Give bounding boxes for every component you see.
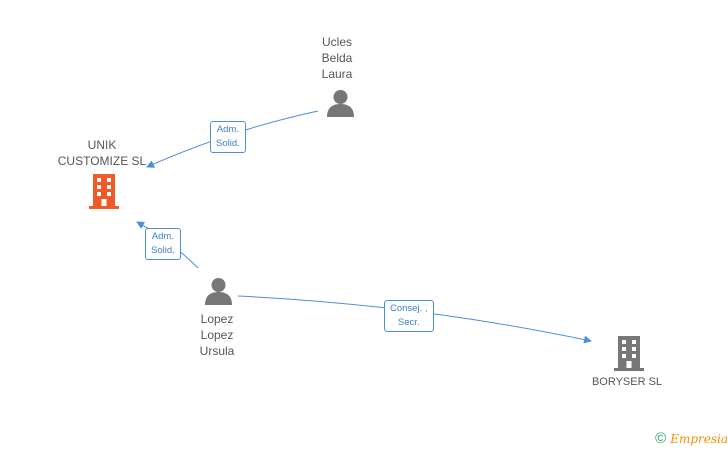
copyright-icon: © (655, 430, 667, 447)
node-label-line: UNIK (87, 138, 117, 152)
edge-label-line: Adm. (216, 124, 239, 135)
person-icon[interactable] (326, 89, 355, 117)
node-label-line: Lopez (200, 312, 234, 326)
person-icon[interactable] (204, 277, 233, 305)
node-label-unik[interactable]: UNIK CUSTOMIZE SL (40, 137, 164, 169)
node-label-lopez[interactable]: Lopez Lopez Ursula (177, 311, 257, 359)
edge-label-line: Secr. (397, 317, 420, 328)
node-label-boryser[interactable]: BORYSER SL (577, 374, 677, 390)
brand-name: Empresia (670, 432, 728, 446)
building-icon[interactable] (613, 335, 645, 371)
node-label-line: Ursula (199, 344, 235, 358)
edge-label-lopez-boryser[interactable]: Consej. , Secr. (384, 300, 434, 332)
node-label-line: Laura (321, 67, 353, 81)
node-label-line: Belda (321, 51, 353, 65)
building-icon[interactable] (88, 173, 120, 209)
node-label-line: Ucles (321, 35, 352, 49)
edge-label-ucles-unik[interactable]: Adm. Solid. (210, 121, 246, 153)
node-label-line: Lopez (200, 328, 234, 342)
edge-label-line: Adm. (151, 231, 174, 242)
edge-label-line: Solid. (151, 245, 175, 256)
brand-watermark: ©Empresia (655, 430, 728, 447)
edge-label-line: Consej. , (390, 303, 428, 314)
edge-label-lopez-unik[interactable]: Adm. Solid. (145, 228, 181, 260)
node-label-line: CUSTOMIZE SL (57, 154, 147, 168)
node-label-line: BORYSER SL (591, 376, 663, 388)
node-label-ucles[interactable]: Ucles Belda Laura (297, 34, 377, 82)
edge-label-line: Solid. (216, 138, 240, 149)
